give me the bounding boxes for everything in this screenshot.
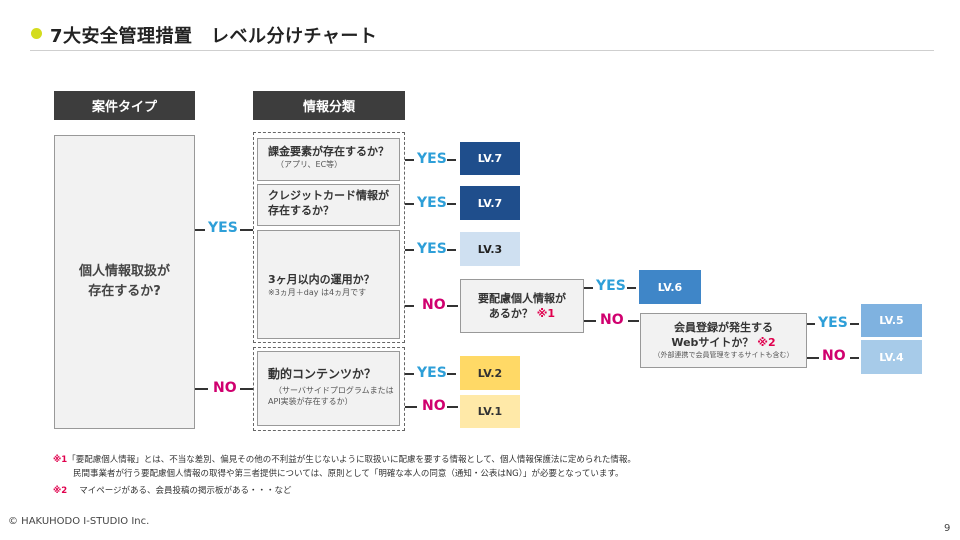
yes-group-frame <box>253 132 405 343</box>
connector <box>584 320 596 322</box>
copyright: © HAKUHODO I-STUDIO Inc. <box>8 516 150 527</box>
yes-label: YES <box>596 278 626 294</box>
level-badge-lv7: LV.7 <box>460 186 520 220</box>
root-question-line1: 個人情報取扱が <box>78 264 170 279</box>
connector <box>405 305 414 307</box>
question-membership: 会員登録が発生する Webサイトか？ ※2 （外部連携で会員管理をするサイトも含… <box>640 313 807 368</box>
title-bullet-icon <box>31 28 42 39</box>
connector <box>628 320 639 322</box>
no-label: NO <box>422 398 446 414</box>
connector <box>850 323 859 325</box>
level-badge-lv2: LV.2 <box>460 356 520 390</box>
question-three-months-text: 3ヶ月以内の運用か？ <box>268 272 375 286</box>
connector <box>405 249 414 251</box>
question-dynamic-content: 動的コンテンツか？ （サーバサイドプログラムまたは API実装が存在するか） <box>257 351 400 426</box>
connector <box>627 287 636 289</box>
level-badge-lv3: LV.3 <box>460 232 520 266</box>
question-billing-text: 課金要素が存在するか？ <box>268 145 389 158</box>
level-badge-lv7: LV.7 <box>460 142 520 175</box>
yes-label: YES <box>417 365 447 381</box>
header-case-type: 案件タイプ <box>54 91 195 120</box>
connector <box>405 373 414 375</box>
connector <box>405 203 414 205</box>
question-membership-line1: 会員登録が発生する <box>674 321 773 334</box>
no-label: NO <box>213 380 237 396</box>
note-1: ※1「要配慮個人情報」とは、不当な差別、偏見その他の不利益が生じないように取扱い… <box>53 453 636 467</box>
level-badge-lv1: LV.1 <box>460 395 520 428</box>
header-info-class: 情報分類 <box>253 91 405 120</box>
question-credit-line2: 存在するか？ <box>268 204 334 217</box>
connector <box>195 388 208 390</box>
connector <box>240 229 253 231</box>
connector <box>807 357 819 359</box>
level-badge-lv5: LV.5 <box>861 304 922 337</box>
note-2-text: マイページがある、会員投稿の掲示板がある・・・など <box>79 486 292 496</box>
root-question-line2: 存在するか? <box>88 284 161 299</box>
note-2-mark: ※2 <box>53 486 68 496</box>
page-number: 9 <box>944 523 951 534</box>
connector <box>850 357 859 359</box>
no-group-frame <box>253 347 405 431</box>
level-badge-lv6: LV.6 <box>639 270 701 304</box>
question-membership-line2: Webサイトか？ <box>671 336 754 349</box>
yes-label: YES <box>417 241 447 257</box>
yes-label: YES <box>818 315 848 331</box>
note-1-line1: 「要配慮個人情報」とは、不当な差別、偏見その他の不利益が生じないように取扱いに配… <box>67 455 636 465</box>
level-badge-lv4: LV.4 <box>861 340 922 374</box>
connector <box>447 159 456 161</box>
note-mark-2: ※2 <box>757 336 776 349</box>
question-three-months: 3ヶ月以内の運用か？ ※3ヵ月＋day は4ヵ月です <box>257 230 400 339</box>
question-billing: 課金要素が存在するか？ （アプリ、EC等） <box>257 138 400 181</box>
page-title: 7大安全管理措置 レベル分けチャート <box>50 26 378 47</box>
connector <box>195 229 205 231</box>
connector <box>447 373 456 375</box>
note-1-mark: ※1 <box>53 455 68 465</box>
question-three-months-sub: ※3ヵ月＋day は4ヵ月です <box>268 287 367 297</box>
question-membership-sub: （外部連携で会員管理をするサイトも含む） <box>653 351 794 359</box>
question-billing-sub: （アプリ、EC等） <box>276 160 343 169</box>
root-question-box: 個人情報取扱が 存在するか? <box>54 135 195 429</box>
connector <box>405 406 417 408</box>
question-credit-line1: クレジットカード情報が <box>268 189 389 202</box>
note-1-line2: 民間事業者が行う要配慮個人情報の取得や第三者提供については、原則として「明確な本… <box>73 469 624 479</box>
connector <box>240 388 253 390</box>
yes-label: YES <box>417 151 447 167</box>
yes-label: YES <box>417 195 447 211</box>
connector <box>807 323 815 325</box>
question-dynamic-sub1: （サーバサイドプログラムまたは <box>274 386 394 395</box>
question-sensitive-line1: 要配慮個人情報が <box>478 292 566 305</box>
no-label: NO <box>600 312 624 328</box>
connector <box>447 305 458 307</box>
no-label: NO <box>822 348 846 364</box>
question-credit-card: クレジットカード情報が 存在するか？ <box>257 184 400 226</box>
question-sensitive-info: 要配慮個人情報が あるか？ ※1 <box>460 279 584 333</box>
question-dynamic-text: 動的コンテンツか？ <box>268 367 377 381</box>
no-label: NO <box>422 297 446 313</box>
connector <box>447 249 456 251</box>
note-mark-1: ※1 <box>536 307 556 320</box>
connector <box>405 159 414 161</box>
title-divider <box>30 50 934 51</box>
question-sensitive-line2: あるか？ <box>488 307 533 320</box>
connector <box>447 406 458 408</box>
connector <box>584 287 593 289</box>
connector <box>447 203 456 205</box>
note-2: ※2 マイページがある、会員投稿の掲示板がある・・・など <box>53 484 292 498</box>
question-dynamic-sub2: API実装が存在するか） <box>268 397 353 406</box>
yes-label: YES <box>208 220 238 236</box>
